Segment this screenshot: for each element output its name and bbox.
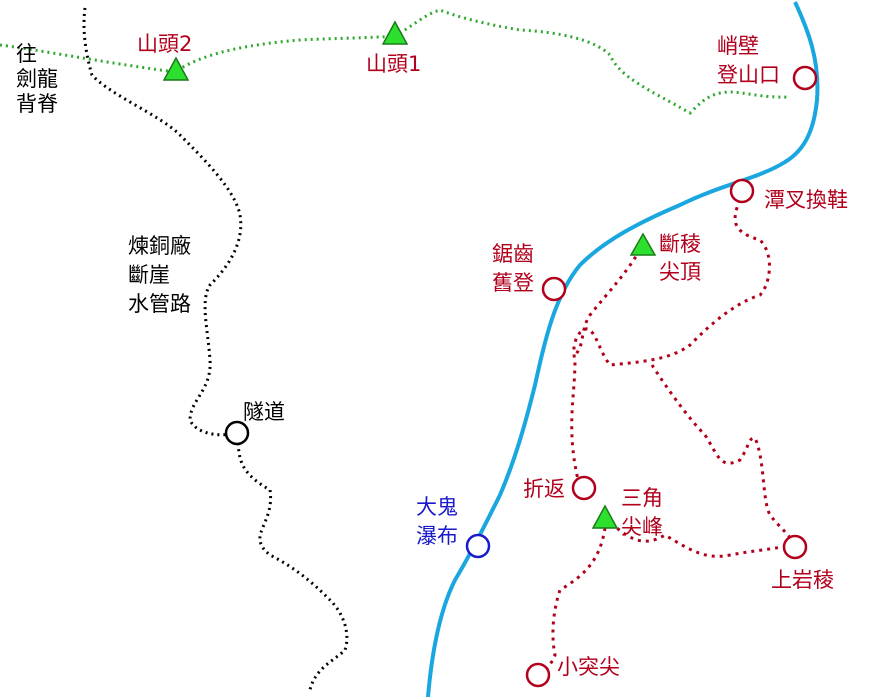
label-triangle-peak: 三角 尖峰 [621,486,663,539]
label-peak2: 山頭2 [137,32,193,56]
peak-marker-triangle [591,504,619,529]
peak-marker-peak1 [381,20,409,45]
red-trail-east-loop [650,364,797,546]
peak-marker-broken-ridge [629,232,657,256]
peak-marker-peak2 [162,56,190,81]
label-cliff-trailhead: 峭壁 登山口 [717,34,780,87]
label-turnback: 折返 [523,477,565,501]
label-peak1: 山頭1 [366,52,422,76]
label-broken-ridge-summit: 斷稜 尖頂 [659,232,701,284]
marker-tanchai-shoe-change [729,178,755,204]
marker-big-ghost-waterfall [465,533,491,559]
green-trail [0,8,791,115]
label-refinery-cliff-pipe-road: 煉銅廠 斷崖 水管路 [128,234,191,316]
label-tunnel: 隧道 [243,400,285,424]
marker-turnback [571,475,597,501]
label-sawtooth-old-climb: 鋸齒 舊登 [492,242,534,295]
marker-upper-rock-ridge [782,534,808,560]
marker-small-protrusion-peak [525,662,551,688]
marker-sawtooth-old-climb [541,276,567,302]
red-trail-broken-ridge [573,249,642,357]
red-trail-rock-ridge [604,516,796,558]
red-trail-south [537,527,607,677]
river [426,1,820,697]
red-trail-main [570,191,771,489]
label-big-ghost-waterfall: 大鬼 瀑布 [416,495,458,548]
label-small-protrusion-peak: 小突尖 [557,655,620,679]
label-to-jianlong-ridge: 往 劍龍 背脊 [16,42,58,116]
black-trail [82,7,349,691]
label-tanchai-shoe-change: 潭叉換鞋 [764,188,848,212]
marker-tunnel [224,420,250,446]
marker-cliff-trailhead [792,65,818,91]
label-upper-rock-ridge: 上岩稜 [771,568,834,592]
